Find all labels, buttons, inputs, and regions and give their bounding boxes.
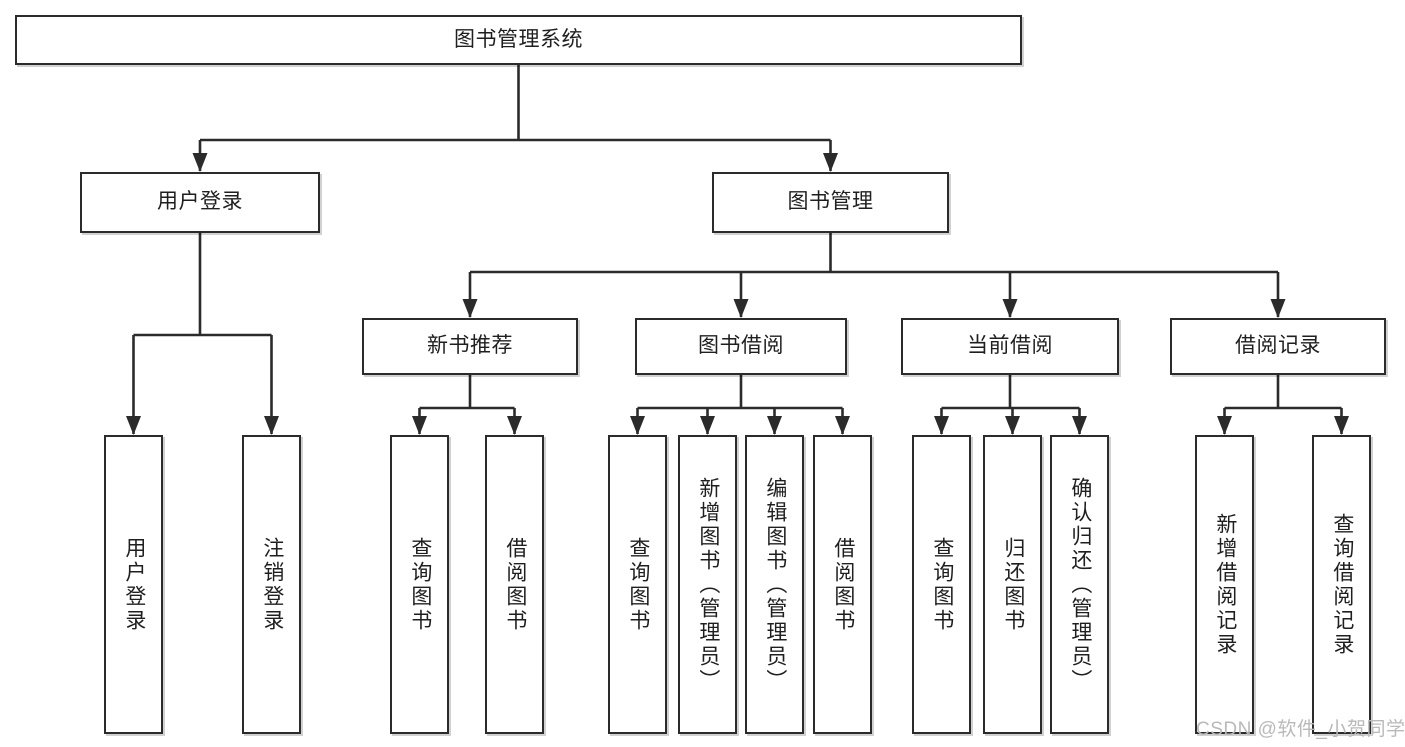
edge-arrowhead <box>126 416 141 435</box>
node-label: 编辑图书（管理员） <box>763 476 787 693</box>
node-label: 借阅记录 <box>1235 334 1321 358</box>
node-leaf-cur-return[interactable]: 归还图书 <box>983 435 1042 734</box>
edge-arrowhead <box>1270 299 1286 318</box>
node-leaf-cur-confirm[interactable]: 确认归还（管理员） <box>1050 435 1109 734</box>
node-label: 图书借阅 <box>698 334 784 358</box>
edge-arrowhead <box>1002 299 1018 318</box>
edge-arrowhead <box>192 153 208 172</box>
edge-arrowhead <box>733 299 749 318</box>
node-leaf-borrow-edit[interactable]: 编辑图书（管理员） <box>745 435 804 734</box>
node-borrow-record[interactable]: 借阅记录 <box>1170 318 1386 375</box>
node-leaf-borrow-lend[interactable]: 借阅图书 <box>813 435 872 734</box>
node-label: 借阅图书 <box>503 536 527 633</box>
edge-arrowhead <box>412 416 427 435</box>
node-book-borrow[interactable]: 图书借阅 <box>635 318 847 375</box>
node-label: 归还图书 <box>1001 536 1025 633</box>
node-user-login[interactable]: 用户登录 <box>80 172 320 233</box>
edge-arrowhead <box>630 416 645 435</box>
edge-arrowhead <box>462 299 478 318</box>
edge-arrowhead <box>264 416 279 435</box>
edge-arrowhead <box>507 416 522 435</box>
node-label: 新增图书（管理员） <box>696 476 720 693</box>
node-label: 当前借阅 <box>967 334 1053 358</box>
edge-arrowhead <box>835 416 850 435</box>
node-label: 图书管理系统 <box>454 27 583 51</box>
node-label: 新书推荐 <box>427 334 513 358</box>
node-leaf-rec-query[interactable]: 查询图书 <box>390 435 449 734</box>
node-label: 用户登录 <box>157 190 243 214</box>
node-label: 查询图书 <box>930 536 954 633</box>
edge-arrowhead <box>823 153 838 172</box>
node-root[interactable]: 图书管理系统 <box>15 15 1022 65</box>
edge-arrowhead <box>700 416 715 435</box>
edge-arrowhead <box>1217 416 1232 435</box>
node-leaf-cur-query[interactable]: 查询图书 <box>912 435 971 734</box>
edge-arrowhead <box>767 416 782 435</box>
node-label: 用户登录 <box>122 536 146 633</box>
edge-arrowhead <box>1072 416 1087 435</box>
node-leaf-rec-search[interactable]: 查询借阅记录 <box>1312 435 1371 734</box>
node-leaf-borrow-query[interactable]: 查询图书 <box>608 435 667 734</box>
node-label: 借阅图书 <box>831 536 855 633</box>
edge-arrowhead <box>934 416 949 435</box>
node-label: 确认归还（管理员） <box>1068 476 1092 693</box>
node-current-borrow[interactable]: 当前借阅 <box>901 318 1119 375</box>
node-leaf-user-logout[interactable]: 注销登录 <box>242 435 301 734</box>
node-new-book-rec[interactable]: 新书推荐 <box>362 318 578 375</box>
node-label: 查询图书 <box>408 536 432 633</box>
node-label: 查询图书 <box>626 536 650 633</box>
edge-arrowhead <box>1334 416 1349 435</box>
node-leaf-rec-borrow[interactable]: 借阅图书 <box>485 435 544 734</box>
node-leaf-rec-add[interactable]: 新增借阅记录 <box>1195 435 1254 734</box>
node-leaf-borrow-add[interactable]: 新增图书（管理员） <box>678 435 737 734</box>
node-label: 注销登录 <box>260 536 284 633</box>
node-label: 查询借阅记录 <box>1330 512 1354 657</box>
node-book-manage[interactable]: 图书管理 <box>712 172 949 233</box>
edge-arrowhead <box>1005 416 1020 435</box>
node-leaf-user-login[interactable]: 用户登录 <box>104 435 163 734</box>
node-label: 图书管理 <box>787 190 874 214</box>
node-label: 新增借阅记录 <box>1213 512 1237 657</box>
